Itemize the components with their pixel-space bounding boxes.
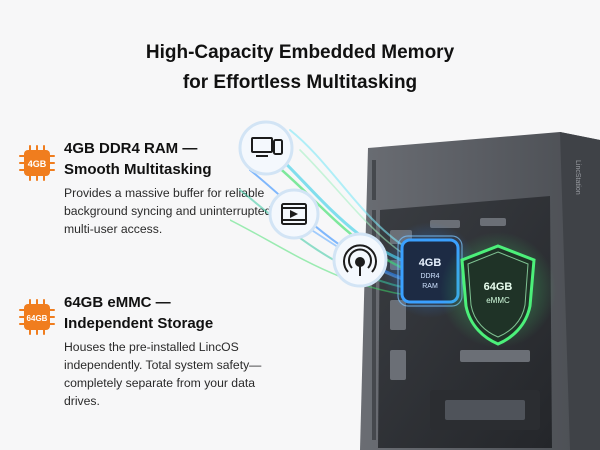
ram-label-3: RAM bbox=[422, 283, 438, 290]
bubble-devices bbox=[238, 120, 294, 176]
chip-label: 64GB bbox=[27, 314, 48, 323]
device-illustration: LincStation 4GB DDR4 RAM 64GB eMMC bbox=[230, 120, 600, 450]
ram-label-1: 4GB bbox=[419, 257, 442, 269]
chip-label: 4GB bbox=[28, 159, 47, 169]
ram-label-2: DDR4 bbox=[420, 273, 439, 280]
brand-vertical: LincStation bbox=[574, 160, 581, 195]
headline-line-1: High-Capacity Embedded Memory bbox=[145, 42, 455, 63]
feature-title: 4GB DDR4 RAM — Smooth Multitasking bbox=[64, 138, 284, 180]
headline-line-2: for Effortless Multitasking bbox=[182, 72, 418, 93]
feature-title: 64GB eMMC — Independent Storage bbox=[64, 292, 284, 334]
feature-description: Provides a massive buffer for reliable b… bbox=[64, 186, 272, 236]
emmc-shield-highlight: 64GB eMMC bbox=[440, 232, 556, 348]
video-icon bbox=[281, 203, 307, 225]
music-cast-icon bbox=[343, 244, 377, 276]
bubble-video bbox=[268, 188, 320, 240]
desktop-phone-icon bbox=[251, 137, 283, 157]
feature-title-line-1: 4GB DDR4 RAM — bbox=[64, 140, 198, 157]
feature-title-line-2: Smooth Multitasking bbox=[64, 161, 212, 178]
headline: High-Capacity Embedded Memory for Effort… bbox=[0, 38, 600, 98]
feature-title-line-1: 64GB eMMC — bbox=[64, 294, 171, 311]
bubble-music bbox=[332, 232, 388, 288]
chip-icon: 64GB bbox=[19, 299, 55, 335]
chip-icon: 4GB bbox=[19, 145, 55, 181]
emmc-label-1: 64GB bbox=[484, 281, 513, 293]
feature-title-line-2: Independent Storage bbox=[64, 315, 214, 332]
emmc-label-2: eMMC bbox=[486, 296, 510, 305]
feature-description: Houses the pre-installed LincOS independ… bbox=[64, 340, 262, 408]
